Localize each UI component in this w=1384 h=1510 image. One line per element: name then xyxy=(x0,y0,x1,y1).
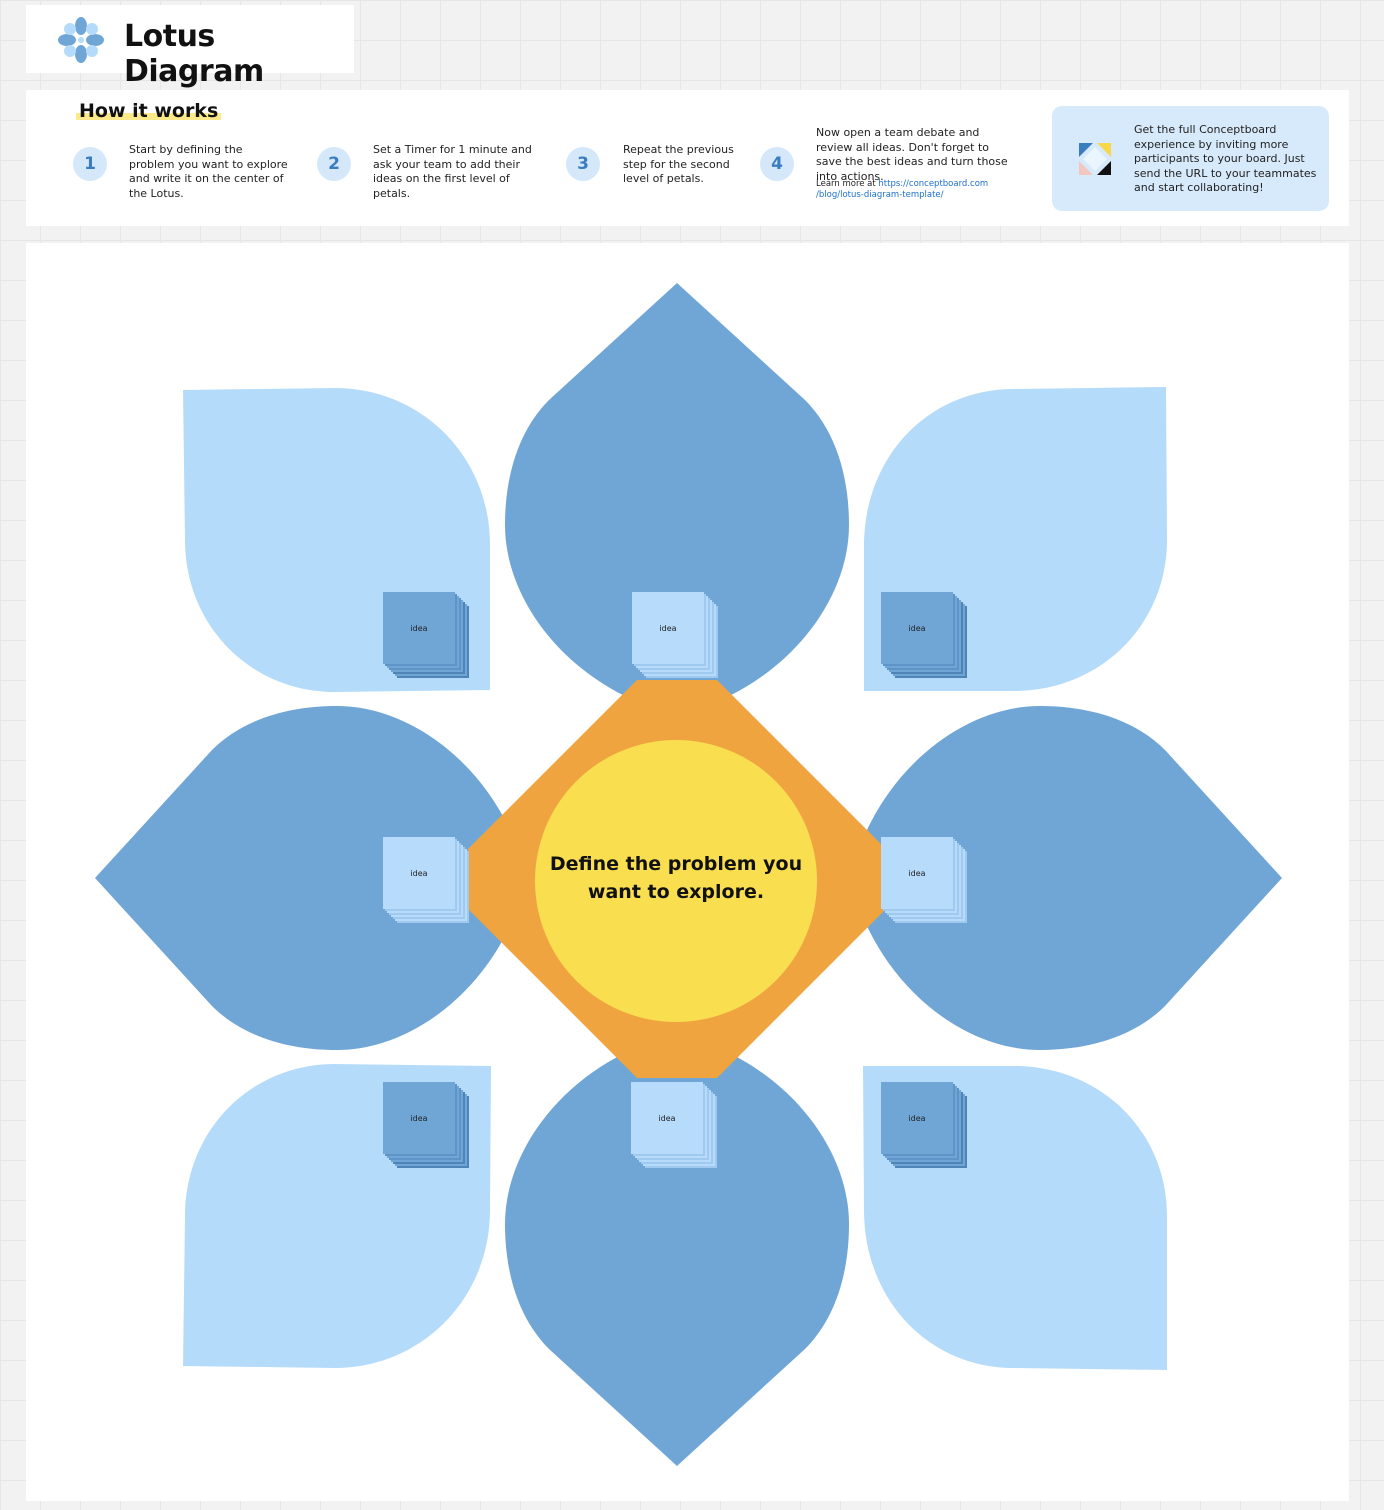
idea-sticky-bottom-left[interactable]: idea xyxy=(383,1082,455,1154)
step-2-number: 2 xyxy=(317,147,351,181)
step-4-number: 4 xyxy=(760,147,794,181)
petal-left[interactable] xyxy=(95,706,527,1050)
idea-sticky-left[interactable]: idea xyxy=(383,837,455,909)
how-it-works-card: How it works 1 Start by defining the pro… xyxy=(26,90,1349,226)
center-circle[interactable] xyxy=(535,740,817,1022)
idea-sticky-top[interactable]: idea xyxy=(632,592,704,664)
title-card: Lotus Diagram xyxy=(26,5,354,89)
promo-text: Get the full Conceptboard experience by … xyxy=(1134,123,1317,194)
petal-top[interactable] xyxy=(505,283,849,715)
learn-more: Learn more at https://conceptboard.com /… xyxy=(816,179,1016,201)
idea-sticky-right[interactable]: idea xyxy=(881,837,953,909)
step-1-text: Start by defining the problem you want t… xyxy=(129,143,288,200)
petal-right[interactable] xyxy=(850,706,1282,1050)
learn-more-link-path[interactable]: /blog/lotus-diagram-template/ xyxy=(816,190,944,200)
conceptboard-logo-icon xyxy=(1079,143,1111,175)
idea-sticky-bottom-right[interactable]: idea xyxy=(881,1082,953,1154)
how-it-works-title: How it works xyxy=(76,100,222,122)
idea-sticky-top-right[interactable]: idea xyxy=(881,592,953,664)
idea-sticky-bottom[interactable]: idea xyxy=(631,1082,703,1154)
step-4-text: Now open a team debate and review all id… xyxy=(816,126,1008,183)
step-2-text: Set a Timer for 1 minute and ask your te… xyxy=(373,143,532,200)
petal-bottom[interactable] xyxy=(505,1034,849,1466)
step-3-text: Repeat the previous step for the second … xyxy=(623,143,734,185)
learn-more-prefix: Learn more at xyxy=(816,179,879,189)
step-1-number: 1 xyxy=(73,147,107,181)
page-title: Lotus Diagram xyxy=(124,19,264,89)
learn-more-link[interactable]: https://conceptboard.com xyxy=(878,179,989,189)
lotus-logo-icon xyxy=(58,17,104,63)
idea-sticky-top-left[interactable]: idea xyxy=(383,592,455,664)
center-problem-text[interactable]: Define the problem you want to explore. xyxy=(549,853,803,903)
promo-card: Get the full Conceptboard experience by … xyxy=(1052,106,1329,211)
step-3-number: 3 xyxy=(566,147,600,181)
